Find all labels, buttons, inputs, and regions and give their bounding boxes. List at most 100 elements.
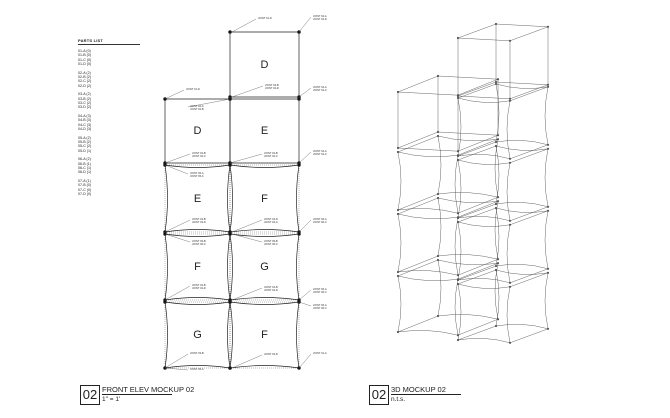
joint-label-line: JOINT 02-C (264, 155, 278, 158)
wireframe-node (456, 274, 460, 277)
wireframe-edge (495, 202, 549, 208)
wireframe-edge (397, 213, 459, 220)
wireframe-edge (457, 258, 499, 276)
part-entry: 01-A (0) (78, 49, 91, 53)
joint-label-line: JOINT 06-C (192, 243, 206, 246)
joint-label: JOINT 03-B (190, 352, 204, 355)
joint-label-line: JOINT 06-A (313, 304, 327, 307)
panel-letter: F (261, 329, 268, 341)
wireframe-node (496, 262, 500, 265)
wireframe-edge (397, 135, 439, 153)
wireframe-node (396, 270, 400, 274)
wireframe-node (456, 212, 460, 215)
wireframe-node (494, 80, 498, 84)
wireframe-edge (457, 262, 499, 280)
wireframe-node (396, 212, 400, 216)
wireframe-node (494, 82, 498, 86)
wireframe-node (456, 220, 460, 224)
wireframe-edge (509, 272, 549, 288)
wireframe-edge (457, 196, 499, 214)
wireframe-node (456, 158, 460, 162)
joint-label-line: JOINT 06-C (313, 291, 327, 294)
wireframe-edge (457, 154, 511, 160)
parts-list-title: PARTS LIST (78, 38, 140, 45)
leader-line (187, 98, 231, 108)
wireframe-node (546, 209, 550, 212)
wireframe-node (496, 200, 500, 203)
part-entry: 06-A (2) (78, 157, 91, 162)
part-entry: 03-C (2) (78, 101, 92, 106)
wireframe-node (436, 258, 440, 262)
joint-label: JOINT 01-A (313, 352, 327, 355)
leader-line (298, 289, 312, 301)
wireframe-node (508, 99, 512, 102)
joint-node (297, 232, 301, 236)
wireframe-node (396, 150, 400, 154)
wireframe-edge (397, 193, 439, 211)
panel-letter: G (260, 261, 269, 273)
wireframe-node (436, 74, 440, 78)
wireframe-edge (495, 23, 549, 28)
wireframe-edge (437, 259, 442, 317)
wireframe-node (494, 324, 498, 328)
frame-panel-bbox (229, 164, 300, 233)
wireframe-edge (506, 100, 511, 159)
wireframe-edge (495, 269, 500, 327)
wireframe-edge (437, 135, 442, 195)
wireframe-edge (437, 75, 499, 80)
joint-label-line: JOINT 05-C (264, 243, 278, 246)
wireframe-edge (457, 203, 497, 219)
wireframe-node (436, 254, 440, 258)
wireframe-node (508, 285, 512, 288)
joint-label-line: JOINT 06-A (313, 288, 327, 291)
panel-letter: E (260, 125, 269, 137)
wireframe-edge (509, 26, 549, 42)
wireframe-edge (509, 148, 549, 164)
wireframe-edge (397, 151, 402, 211)
wireframe-edge (437, 254, 499, 260)
wireframe-node (396, 274, 400, 278)
part-entry: 01-C (0) (78, 57, 92, 62)
joint-label-line: JOINT 02-B (264, 152, 278, 155)
wireframe-edge (397, 147, 459, 152)
wireframe-edge (457, 37, 511, 42)
wireframe-edge (509, 210, 549, 226)
wireframe-edge (397, 270, 459, 276)
wireframe-edge (495, 83, 549, 89)
wireframe-edge (495, 207, 500, 267)
joint-label-line: JOINT 04-C (313, 89, 327, 92)
wireframe-edge (397, 255, 439, 273)
part-entry: 05-C (2) (78, 144, 92, 149)
wireframe-edge (506, 224, 511, 283)
wireframe-node (456, 338, 460, 342)
joint-label-line: JOINT 02-C (192, 155, 206, 158)
front-elevation-drawing (163, 30, 301, 370)
joint-label-line: JOINT 06-C (313, 221, 327, 224)
part-entry: 02-D (2) (78, 83, 92, 88)
wireframe-edge (457, 221, 511, 227)
wireframe-node (436, 134, 440, 138)
wireframe-edge (457, 200, 499, 218)
leader-line (298, 353, 312, 369)
wireframe-edge (437, 131, 499, 136)
wireframe-edge (397, 259, 439, 277)
wireframe-node (436, 192, 440, 196)
leader-line (231, 219, 263, 233)
wireframe-edge (495, 207, 549, 213)
wireframe-edge (457, 325, 497, 341)
part-entry: 03-B (2) (78, 96, 91, 101)
wireframe-edge (544, 272, 549, 329)
part-entry: 03-D (2) (78, 105, 92, 110)
joint-node (228, 300, 232, 304)
wireframe-edge (397, 275, 459, 282)
wireframe-edge (437, 192, 499, 198)
wireframe-edge (506, 162, 511, 221)
wireframe-edge (495, 264, 549, 270)
wireframe-edge (437, 197, 442, 257)
3d-mockup-drawing (396, 22, 550, 344)
joint-label-line: JOINT 05-B (264, 240, 278, 243)
leader-line (164, 285, 191, 301)
